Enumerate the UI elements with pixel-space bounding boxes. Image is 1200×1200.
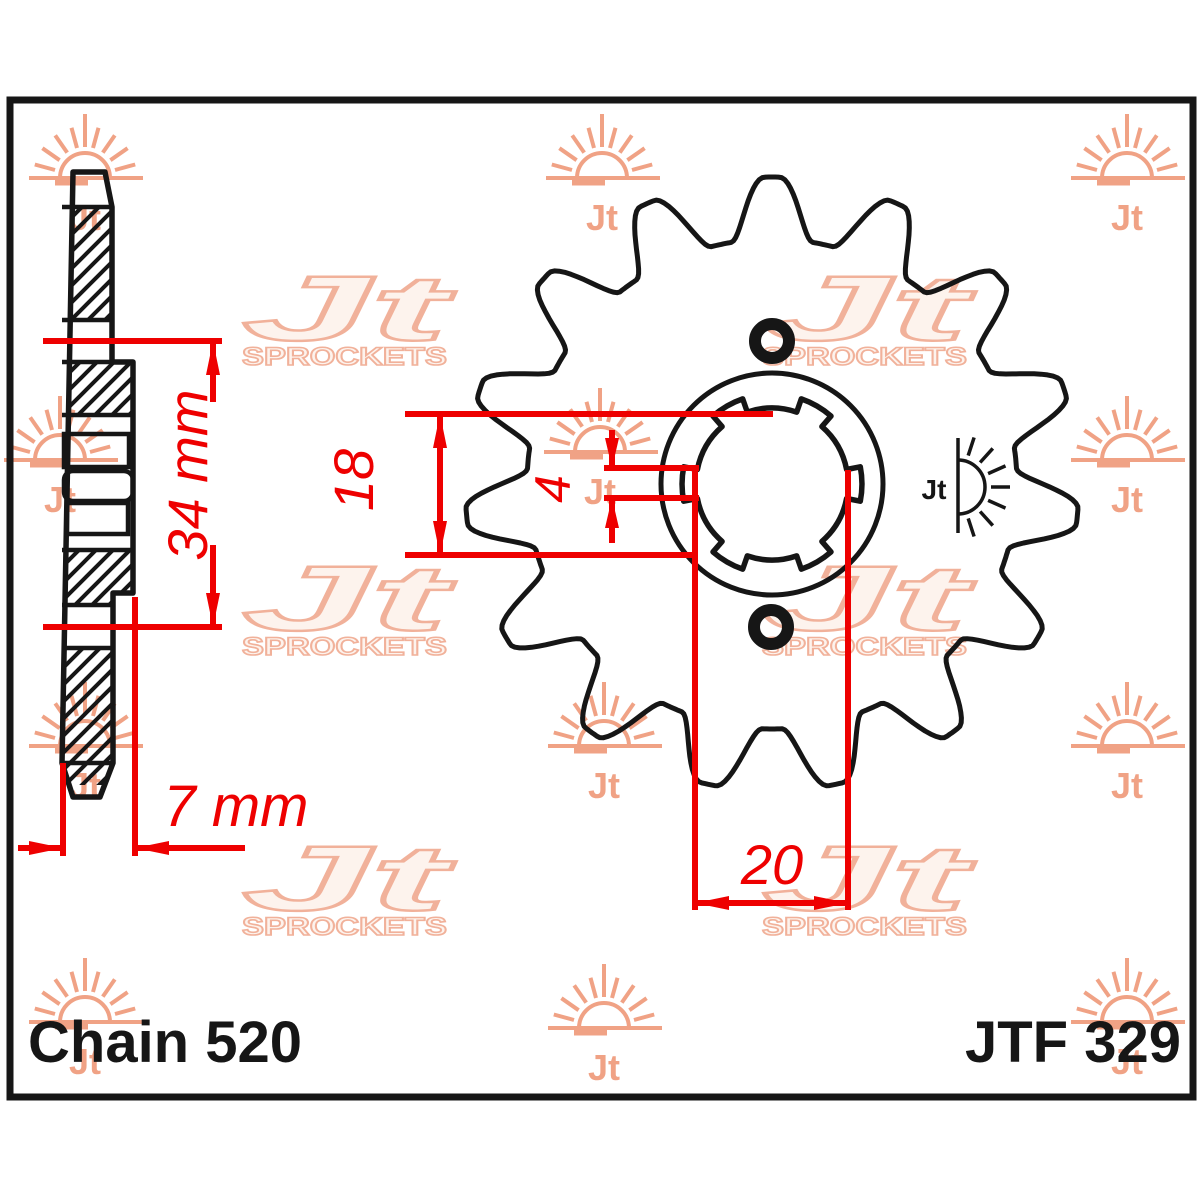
dimension-label-7mm: 7 mm: [164, 774, 309, 839]
drawing-frame: [6, 96, 1197, 1101]
dimension-label-34mm: 34 mm: [156, 389, 219, 560]
arrow-34-top: [206, 341, 220, 375]
chain-size-label: Chain 520: [28, 1010, 302, 1075]
arrow-4-bottom: [605, 498, 619, 528]
dimension-label-4: 4: [525, 475, 581, 503]
dimension-label-20: 20: [740, 833, 803, 896]
arrow-4-top: [605, 438, 619, 468]
arrow-7-left: [29, 841, 63, 855]
bolt-hole-bottom: [748, 604, 794, 650]
sprocket-side-view: [59, 169, 136, 800]
part-number-label: JTF 329: [965, 1010, 1181, 1075]
dimension-label-18: 18: [322, 449, 385, 511]
sprocket-teeth-outline: [463, 174, 1081, 789]
arrow-20-right: [814, 896, 848, 910]
jt-stamp-icon: Jt: [922, 436, 1010, 538]
dimension-layer: 34 mm 7 mm 18 4 20: [18, 338, 851, 910]
section-outline: [59, 169, 136, 800]
sprocket-hub-circle: [658, 370, 886, 598]
section-internal-lines: [62, 204, 133, 766]
jt-stamp-brand-text: Jt: [922, 474, 947, 505]
arrow-7-right: [135, 841, 169, 855]
section-bore-boxes: [61, 431, 136, 537]
arrow-20-left: [695, 896, 729, 910]
bolt-hole-top: [749, 318, 795, 364]
arrow-34-bottom: [206, 593, 220, 627]
arrow-18-top: [433, 414, 447, 448]
arrow-18-bottom: [433, 521, 447, 555]
